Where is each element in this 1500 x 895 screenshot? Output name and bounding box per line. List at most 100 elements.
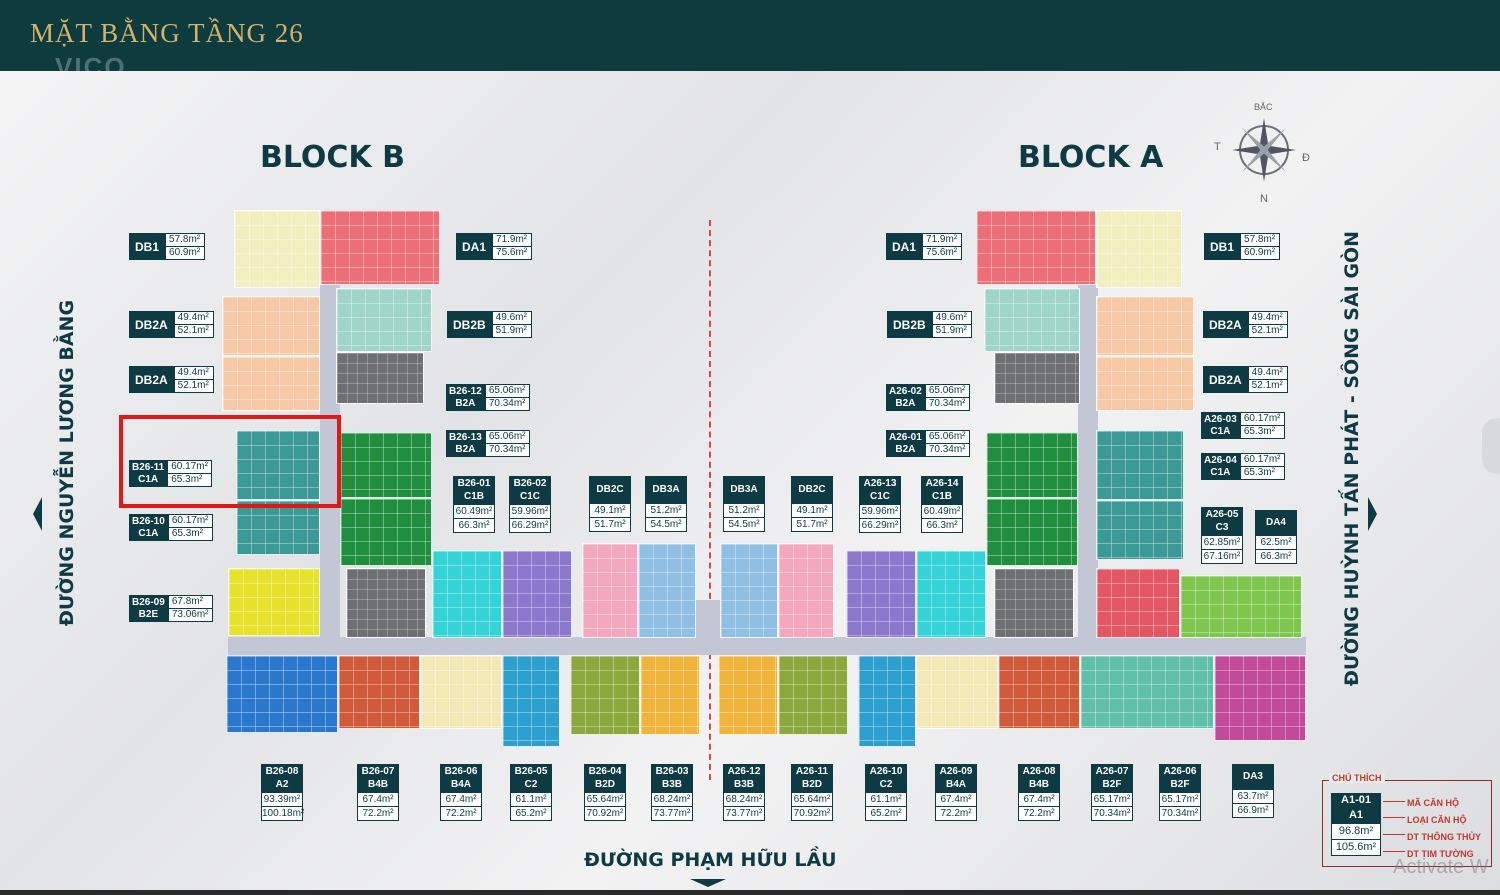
unit-db3a-a[interactable] — [720, 543, 778, 638]
unit-a26-07-06[interactable] — [1080, 655, 1214, 729]
core-a-2 — [994, 568, 1074, 638]
legend-pointer — [1383, 851, 1405, 852]
compass-icon: BẮC N Đ T — [1214, 102, 1310, 202]
unit-b26-03[interactable] — [640, 655, 700, 735]
unit-b26-06[interactable] — [420, 655, 502, 729]
unit-a26-02[interactable] — [986, 432, 1078, 498]
compass-east: Đ — [1302, 152, 1310, 164]
unit-db2a-a-2[interactable] — [1096, 356, 1194, 411]
taskbar-strip — [0, 890, 1500, 895]
unit-db1-b[interactable] — [234, 210, 320, 288]
unit-a26-04[interactable] — [1096, 500, 1184, 560]
unit-b26-05[interactable] — [502, 655, 560, 747]
block-b-title: BLOCK B — [260, 140, 405, 175]
side-scroll-handle[interactable] — [1482, 418, 1500, 474]
selected-unit-highlight — [119, 415, 341, 508]
compass-west: T — [1214, 141, 1221, 153]
unit-b26-09[interactable] — [228, 568, 320, 636]
unit-b26-08[interactable] — [226, 655, 338, 733]
compass-north: BẮC — [1254, 102, 1273, 112]
block-a-title: BLOCK A — [1018, 140, 1164, 175]
unit-da3[interactable] — [1214, 655, 1306, 741]
activate-windows-watermark: Activate W — [1393, 856, 1489, 878]
unit-db2b-a[interactable] — [984, 288, 1080, 352]
unit-a26-09[interactable] — [916, 655, 998, 729]
unit-db2a-b-1[interactable] — [222, 296, 320, 356]
unit-a26-14[interactable] — [916, 550, 986, 638]
unit-db3a-b[interactable] — [638, 543, 696, 638]
unit-da1-a[interactable] — [976, 210, 1096, 285]
unit-b26-12[interactable] — [340, 432, 432, 498]
unit-a26-08[interactable] — [998, 655, 1080, 729]
unit-db2b-b[interactable] — [336, 288, 432, 352]
corridor-a-vertical — [1078, 230, 1098, 650]
unit-db2c-b[interactable] — [582, 543, 638, 638]
compass-south: N — [1260, 193, 1268, 202]
legend-pointer — [1383, 817, 1405, 818]
unit-a26-03[interactable] — [1096, 430, 1184, 500]
unit-db2a-b-2[interactable] — [222, 356, 320, 411]
unit-b26-13[interactable] — [340, 498, 432, 566]
unit-a26-01[interactable] — [986, 498, 1078, 566]
left-arrow-icon — [33, 497, 42, 531]
unit-a26-11[interactable] — [778, 655, 848, 735]
unit-b26-10[interactable] — [236, 500, 320, 555]
road-left-label: ĐƯỜNG NGUYỄN LƯƠNG BẰNG — [56, 299, 78, 626]
unit-da1-b[interactable] — [320, 210, 440, 285]
down-arrow-icon — [690, 879, 726, 887]
unit-da4[interactable] — [1180, 575, 1302, 638]
unit-b26-02[interactable] — [502, 550, 572, 638]
unit-a26-05[interactable] — [1096, 568, 1180, 638]
corridor-horizontal — [228, 637, 1306, 655]
unit-db2a-a-1[interactable] — [1096, 296, 1194, 356]
header-bar: MẶT BẰNG TẦNG 26 VICO — [0, 0, 1500, 82]
legend-pointer — [1383, 801, 1405, 802]
unit-a26-12[interactable] — [718, 655, 778, 735]
core-b-1 — [336, 352, 424, 404]
unit-a26-13[interactable] — [846, 550, 916, 638]
unit-b26-01[interactable] — [432, 550, 502, 638]
legend-items: MÃ CĂN HỘ LOẠI CĂN HỘ DT THÔNG THỦY DT T… — [1407, 798, 1481, 859]
legend-pointer — [1383, 834, 1405, 835]
unit-db1-a[interactable] — [1096, 210, 1182, 288]
unit-a26-10[interactable] — [858, 655, 916, 747]
unit-b26-07[interactable] — [338, 655, 420, 729]
unit-b26-11[interactable] — [236, 430, 320, 500]
core-a-1 — [994, 352, 1080, 404]
unit-db2c-a[interactable] — [778, 543, 834, 638]
unit-b26-04[interactable] — [570, 655, 640, 735]
